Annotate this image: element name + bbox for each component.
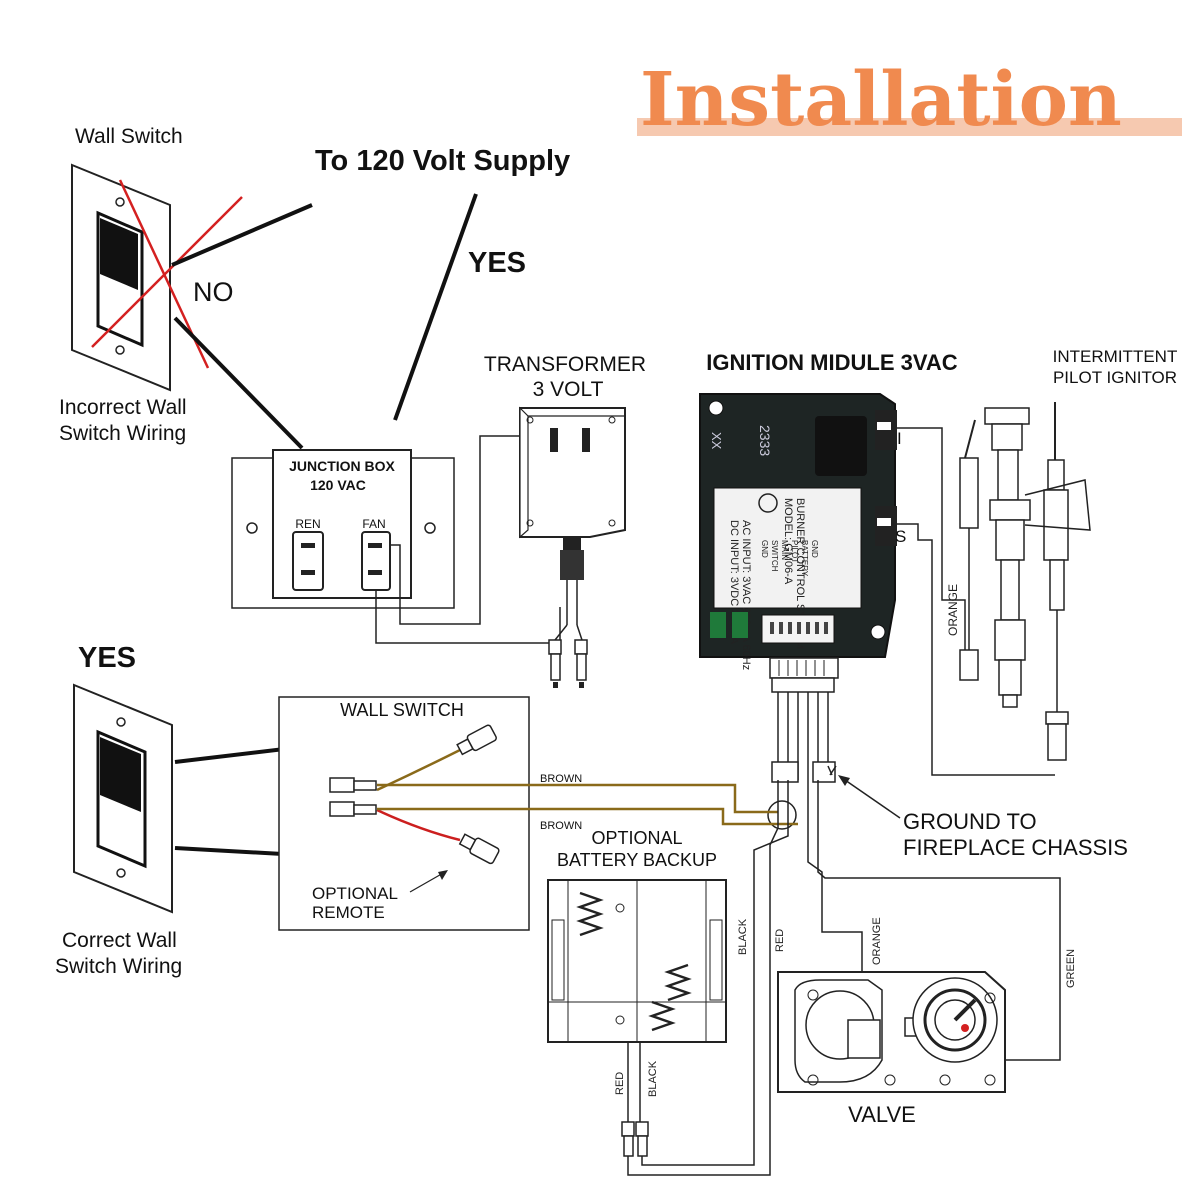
pilot-label-1: INTERMITTENT xyxy=(1053,347,1178,366)
module-code-1: 2333 xyxy=(757,425,773,456)
junction-box: JUNCTION BOX 120 VAC REN FAN xyxy=(231,449,455,609)
pin-label: GND xyxy=(760,540,769,558)
transformer-label-1: TRANSFORMER xyxy=(484,353,646,376)
supply-label: To 120 Volt Supply xyxy=(315,145,570,177)
pin-label: MAIN xyxy=(780,540,789,560)
ignition-module-label: IGNITION MIDULE 3VAC xyxy=(706,350,957,375)
fan-label: FAN xyxy=(362,517,385,531)
wire-incorrect-junction xyxy=(173,316,304,450)
pin-label: BATTERY xyxy=(800,540,809,577)
module-system: BURNER CONTROL SYSTEM xyxy=(794,498,806,649)
module-model: MODEL: GM06-A xyxy=(782,498,794,585)
no-cross-line-1 xyxy=(91,196,243,348)
pilot-ignitor: INTERMITTENT PILOT IGNITOR ORANGE xyxy=(897,347,1178,776)
wire-yes-supply xyxy=(393,193,478,421)
brown-wire-label-2: BROWN xyxy=(540,820,582,832)
battery-backup: OPTIONAL BATTERY BACKUP xyxy=(547,828,727,1043)
incorrect-wiring-label-2: Switch Wiring xyxy=(59,422,186,445)
brown-wire-2 xyxy=(377,807,798,826)
red-wire-label: RED xyxy=(774,929,786,952)
ground-label-2: FIREPLACE CHASSIS xyxy=(903,835,1128,860)
module-wire-harness xyxy=(767,657,839,830)
battery-red-wire-label: RED xyxy=(614,1072,626,1095)
pin-label: GND xyxy=(810,540,819,558)
module-pin-labels: GND BATTERY PILOT MAIN SWITCH GND xyxy=(760,540,819,577)
module-label-plate xyxy=(713,487,862,609)
certification-mark-icon xyxy=(758,493,778,513)
ren-label: REN xyxy=(295,517,320,531)
green-wire-label: GREEN xyxy=(1065,949,1077,988)
pin-label: SWITCH xyxy=(770,540,779,572)
wall-switch-connector-box: WALL SWITCH OPTIONAL REMOTE xyxy=(278,696,530,931)
module-input: AC INPUT: 3VAC 250mA 60Hz xyxy=(740,520,752,670)
junction-box-label-2: 120 VAC xyxy=(310,477,366,493)
fan-outlet xyxy=(361,531,391,591)
yes-top-label: YES xyxy=(468,247,526,279)
transformer: TRANSFORMER 3 VOLT xyxy=(484,353,646,688)
optional-remote-label-1: OPTIONAL xyxy=(312,884,398,903)
correct-wiring-label-2: Switch Wiring xyxy=(55,955,182,978)
incorrect-wiring-label-1: Incorrect Wall xyxy=(59,396,187,419)
ren-outlet xyxy=(292,531,324,591)
terminal-i-label: I xyxy=(897,429,902,448)
page-title: Installation xyxy=(640,57,1122,143)
ground-label-1: GROUND TO xyxy=(903,809,1037,834)
pin-label: PILOT xyxy=(790,540,799,563)
yes-bottom-label: YES xyxy=(78,642,136,674)
wall-switch-incorrect: Wall Switch NO Incorrect Wall Switch Wir… xyxy=(59,125,243,445)
battery-label-2: BATTERY BACKUP xyxy=(557,850,717,870)
brown-wire-label-1: BROWN xyxy=(540,773,582,785)
transformer-label-2: 3 VOLT xyxy=(533,378,604,401)
optional-remote-label-2: REMOTE xyxy=(312,903,385,922)
battery-label-1: OPTIONAL xyxy=(591,828,682,848)
wall-switch-correct: YES Correct Wall Switch Wiring xyxy=(55,642,182,978)
battery-black-wire-label: BLACK xyxy=(647,1060,659,1097)
terminal-s-label: S xyxy=(895,527,906,546)
brown-wire-1 xyxy=(377,783,778,814)
orange-valve-wire-label: ORANGE xyxy=(871,917,883,965)
correct-wiring-label-1: Correct Wall xyxy=(62,929,177,952)
wall-switch-box-label: WALL SWITCH xyxy=(340,700,464,720)
gas-valve: VALVE xyxy=(777,971,1006,1127)
valve-label: VALVE xyxy=(848,1102,916,1127)
junction-box-label-1: JUNCTION BOX xyxy=(289,458,395,474)
title-banner: Installation xyxy=(637,57,1182,143)
black-wire-label: BLACK xyxy=(737,918,749,955)
wire-incorrect-supply xyxy=(171,203,313,267)
ignition-module: IGNITION MIDULE 3VAC 2333 XX MODEL: GM06… xyxy=(699,350,958,670)
module-code-2: XX xyxy=(709,432,724,450)
wall-switch-label: Wall Switch xyxy=(75,125,183,148)
no-label: NO xyxy=(193,277,234,307)
pilot-orange-wire-label: ORANGE xyxy=(946,584,960,636)
pilot-label-2: PILOT IGNITOR xyxy=(1053,368,1177,387)
